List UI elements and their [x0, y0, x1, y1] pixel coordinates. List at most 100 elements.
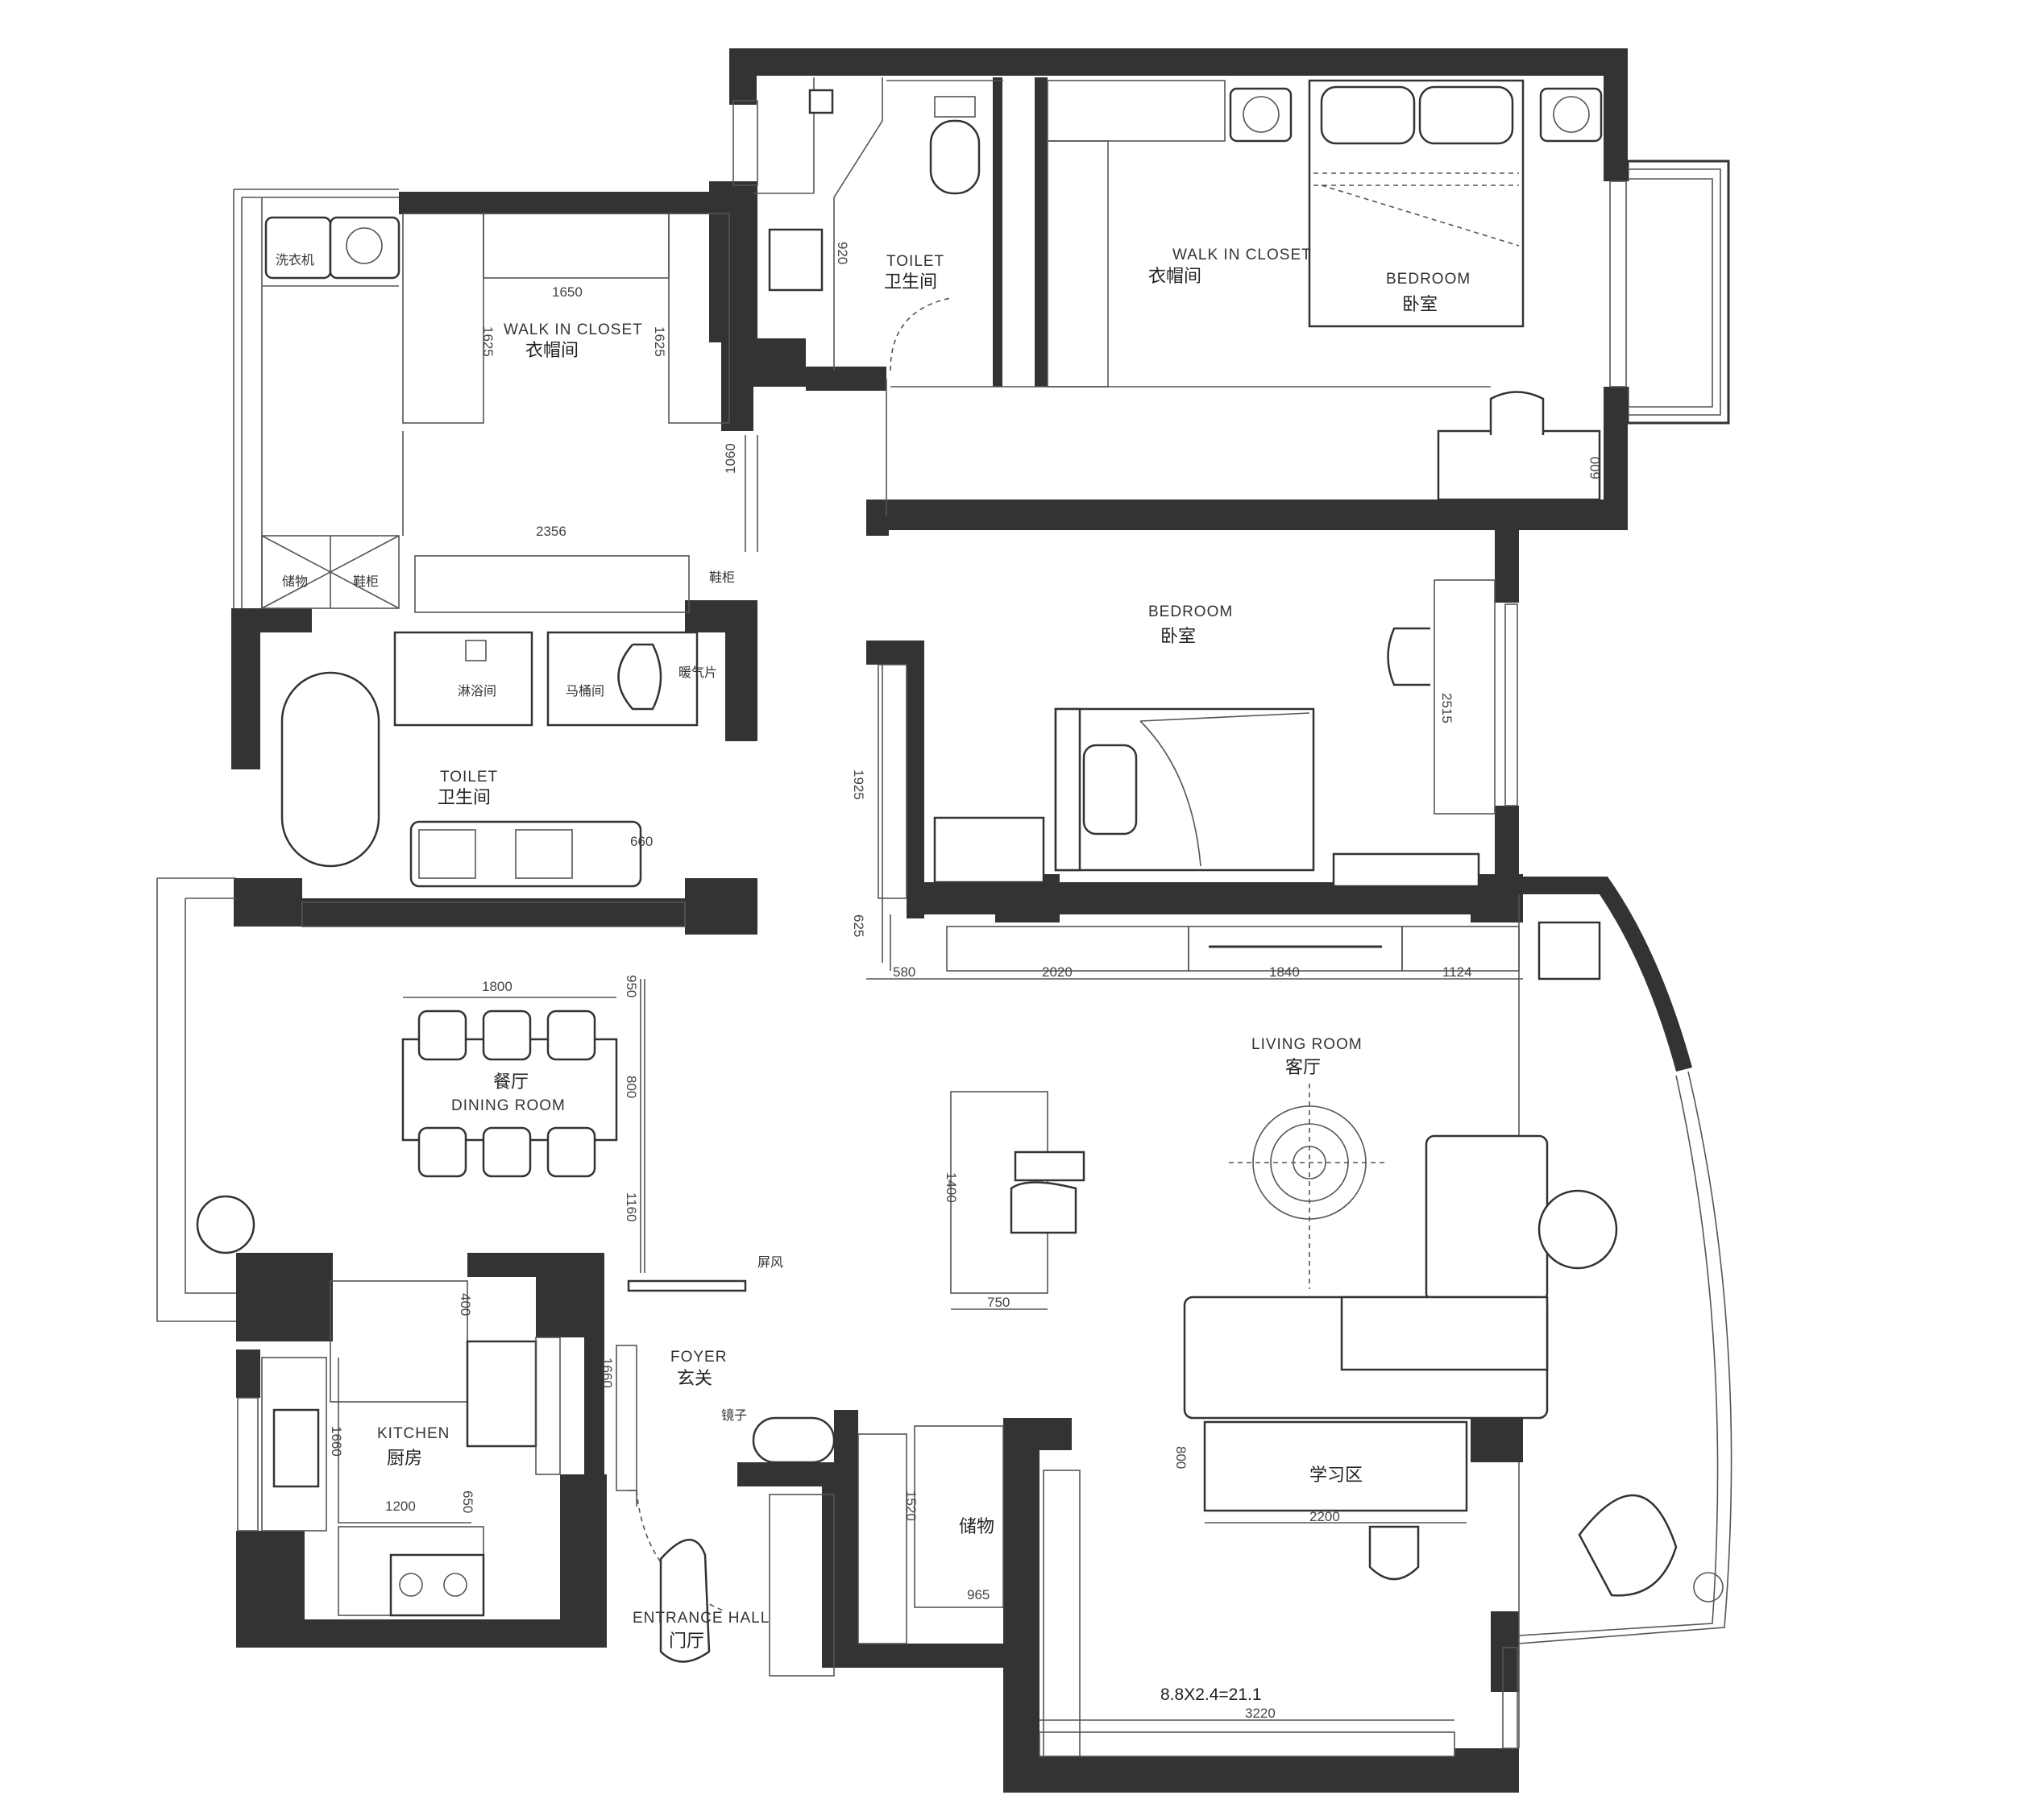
nightstand-right [1539, 87, 1603, 143]
wall-storage-low [1003, 1644, 1035, 1793]
wall-lt-bottom [302, 898, 685, 927]
mirror [752, 1416, 836, 1464]
study-pillar [1471, 1418, 1523, 1462]
wall-storage-tr [1003, 1418, 1072, 1450]
master-toilet-en: TOILET [886, 253, 944, 270]
dining-ext-2 [185, 898, 236, 1294]
dim-965: 965 [967, 1587, 990, 1602]
left-closet-cn: 衣帽间 [525, 341, 579, 361]
dining-ext-1 [156, 878, 236, 1322]
storage-cross [261, 535, 400, 609]
dim-1400: 1400 [944, 1172, 959, 1203]
master-closet-cn: 衣帽间 [1148, 267, 1201, 287]
wall-lc-top [399, 192, 709, 214]
closet-rack-left [1047, 140, 1109, 388]
dim-800a: 800 [624, 1076, 639, 1098]
dim-2200: 2200 [1309, 1509, 1340, 1524]
wall-bed2-left [907, 641, 924, 918]
labels: WALK IN CLOSET 衣帽间 TOILET 卫生间 BEDROOM 卧室… [276, 247, 1470, 1704]
dim-650: 650 [460, 1490, 475, 1513]
window-living-br [1502, 1647, 1518, 1749]
wall-door-jamb [866, 500, 889, 536]
lamp-left [1243, 96, 1280, 133]
dim-950: 950 [624, 975, 639, 997]
wall-top-master [729, 48, 1628, 76]
living-cn: 客厅 [1285, 1058, 1321, 1078]
shower-label: 淋浴间 [458, 683, 496, 699]
kitchen-tall-cabinet [535, 1337, 561, 1475]
vanity-sink-1 [418, 829, 476, 879]
storage-inner [914, 1425, 1004, 1608]
dim-625: 625 [851, 914, 866, 937]
wall-k-tl-block [236, 1277, 333, 1341]
area-note: 8.8X2.4=21.1 [1160, 1685, 1262, 1704]
dim-600: 600 [1587, 457, 1603, 479]
kitchen-sink [272, 1408, 320, 1488]
living-curve-outer [1518, 1071, 1732, 1644]
burner-1 [399, 1573, 423, 1597]
storage-room-cn: 储物 [959, 1517, 994, 1537]
dim-1625a: 1625 [480, 326, 496, 357]
dim-400: 400 [458, 1293, 473, 1316]
left-closet-en: WALK IN CLOSET [504, 321, 643, 338]
lc-rack-right [668, 213, 730, 424]
mt-floor-drain [808, 89, 834, 114]
bathtub [280, 671, 380, 868]
master-chair [1489, 391, 1545, 435]
entrance-door [629, 1490, 637, 1507]
balcony-outline [1626, 160, 1730, 425]
wall-bottom [1003, 1756, 1519, 1793]
bed2-bench [1332, 852, 1480, 888]
wall-closet-left [1035, 77, 1048, 387]
chair-5 [482, 1126, 532, 1178]
washer [264, 216, 332, 280]
kitchen-cn: 厨房 [387, 1449, 422, 1469]
side-table [1537, 1189, 1618, 1270]
vanity [409, 820, 642, 888]
lamp-right [1553, 96, 1590, 133]
foyer-en: FOYER [670, 1349, 727, 1366]
wall-right-master-lower [1604, 387, 1628, 500]
person-entering [659, 1539, 711, 1663]
closet-rack-top [1047, 80, 1226, 142]
kitchen-zone [330, 1280, 468, 1403]
living-bottom-cabinet [1039, 1731, 1455, 1757]
wall-toilet-closet [993, 77, 1002, 387]
wall-toilet-bottom [806, 367, 886, 391]
dining-plant [196, 1195, 255, 1254]
screen-label: 屏风 [757, 1254, 783, 1270]
sofa [1183, 1134, 1549, 1420]
kitchen-window [237, 1397, 259, 1532]
dimension-labels: 1650 1625 1625 920 1060 2356 600 2515 19… [329, 242, 1603, 1721]
shoe-cabinet-label-2: 鞋柜 [709, 570, 735, 585]
mt-door-swing [890, 297, 952, 371]
washer-label: 洗衣机 [276, 252, 314, 267]
mirror-label: 镜子 [721, 1407, 747, 1423]
kitchen-en: KITCHEN [377, 1425, 450, 1442]
wall-left-master-top [729, 48, 757, 105]
entrance-en: ENTRANCE HALL [633, 1610, 770, 1627]
wall-mid-block [1495, 500, 1628, 530]
wall-living-top [1491, 874, 1519, 898]
reading-table [1014, 1150, 1085, 1182]
wall-storage-bottom [834, 1644, 1035, 1668]
outlines [156, 77, 1732, 1749]
dim-3220: 3220 [1245, 1706, 1276, 1721]
dryer [329, 216, 400, 280]
chair-3 [546, 1009, 596, 1061]
chair-6 [546, 1126, 596, 1178]
chair-1 [417, 1009, 467, 1061]
shower-drain [465, 640, 487, 661]
chair-4 [417, 1126, 467, 1178]
wall-right-master-upper [1604, 48, 1628, 181]
master-closet-racks [1047, 80, 1226, 388]
dim-660: 660 [630, 834, 653, 849]
corridor-rack [414, 555, 690, 613]
dim-580: 580 [893, 964, 915, 980]
dim-1625b: 1625 [652, 326, 667, 357]
bed2-chair [1387, 627, 1430, 686]
wall-storage-left [834, 1410, 858, 1668]
bed2-pillow [1082, 744, 1138, 835]
wall-k-bottom [236, 1619, 607, 1648]
wall-k-left [236, 1349, 260, 1398]
